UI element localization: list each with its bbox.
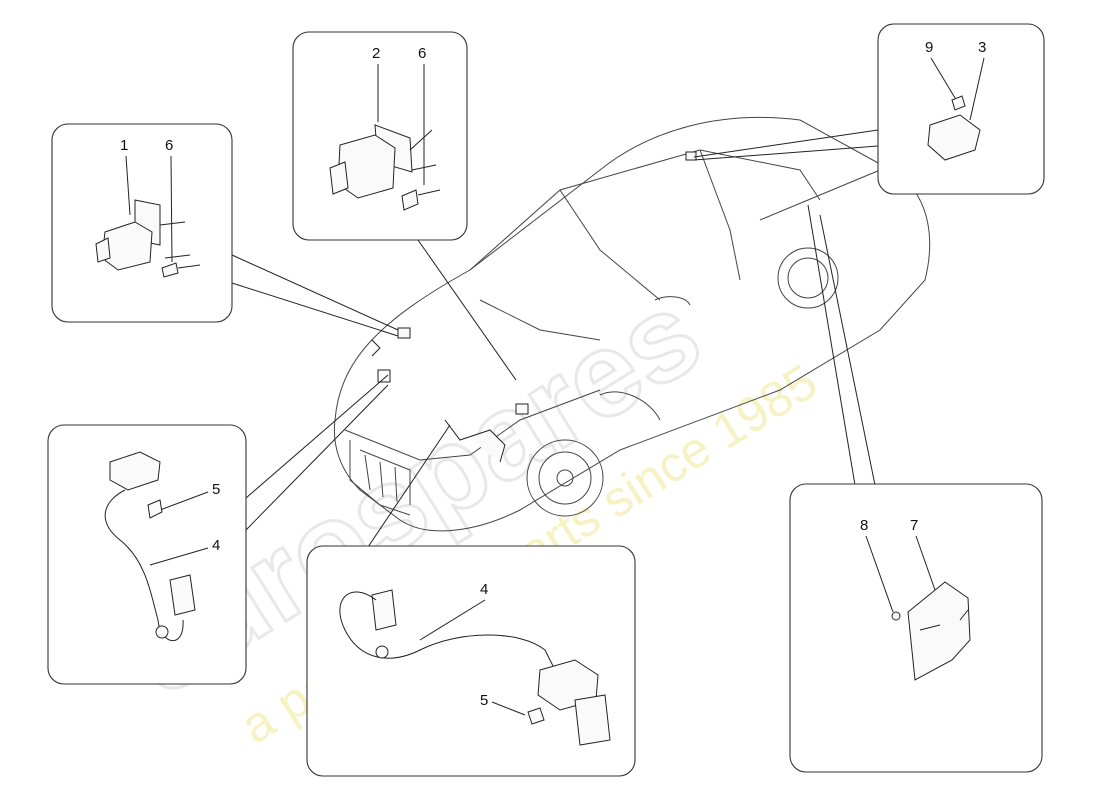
callout-5: 5 [480,692,488,709]
callout-2: 2 [372,45,380,62]
sensor-center [515,403,529,415]
grommet [375,645,389,659]
nut [891,611,901,621]
harness-front [371,339,381,357]
grommet [155,625,169,639]
callout-3: 3 [978,39,986,56]
bracket-front [377,369,391,383]
sensor-connector [95,237,111,263]
wheel-sensor-front [444,419,506,463]
callout-6: 6 [418,45,426,62]
callout-4: 4 [212,537,220,554]
module [927,114,981,161]
callout-4: 4 [480,581,488,598]
callout-1: 1 [120,137,128,154]
car-mounted-parts [371,151,697,463]
callout-7: 7 [910,517,918,534]
leader-lines [231,129,879,548]
bolt [147,499,163,519]
connector [371,589,397,631]
detail-box-3: 9 3 [877,23,1045,195]
screw [951,95,966,111]
detail-box-6: 8 7 [789,483,1043,773]
bolt [527,707,545,725]
callout-5: 5 [212,481,220,498]
callout-8: 8 [860,517,868,534]
detail-box-2: 2 6 [292,31,468,241]
sensor-front-left [397,327,411,339]
callout-6: 6 [165,137,173,154]
control-unit [907,581,971,681]
sensor-rear [685,151,697,161]
detail-box-1: 1 6 [51,123,233,323]
bolt [161,262,179,278]
callout-9: 9 [925,39,933,56]
sensor-connector [329,161,349,195]
detail-box-4: 5 4 [47,424,247,685]
connector [169,574,196,616]
wheel-speed-sensor [109,451,161,491]
sensor-bracket [574,694,611,746]
bolt [401,189,419,211]
detail-box-5: 4 5 [306,545,636,777]
